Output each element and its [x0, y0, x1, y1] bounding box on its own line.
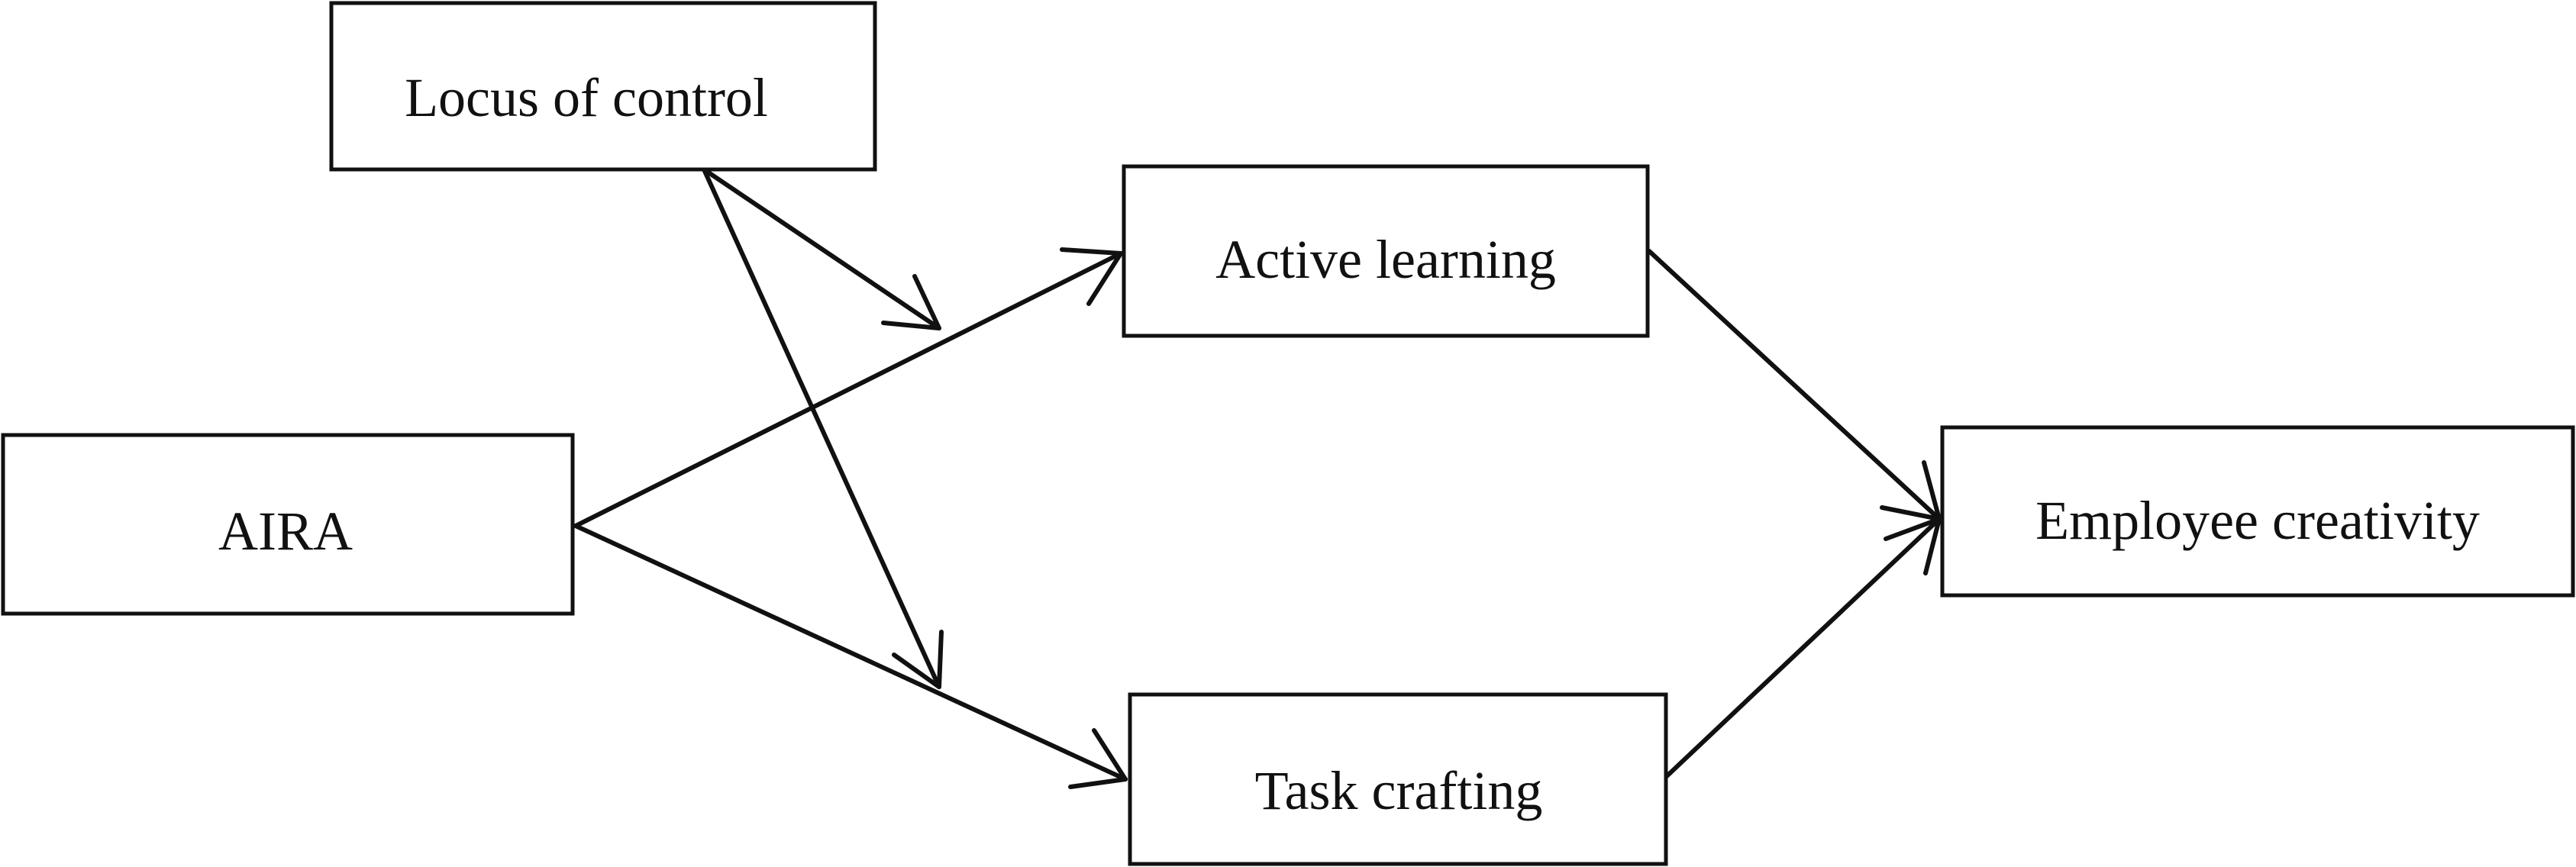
- node-active-learning: Active learning: [1122, 164, 1650, 338]
- node-box-employee-creativity: [1940, 425, 2575, 598]
- node-label-task-crafting: Task crafting: [1255, 760, 1543, 821]
- node-label-locus-of-control: Locus of control: [405, 67, 768, 128]
- edges: [573, 167, 1942, 782]
- node-box-locus-of-control: [329, 1, 877, 172]
- edge-locus-of-control-moderates-task-crafting-path: [702, 167, 941, 689]
- edge-active-learning-to-employee-creativity: [1647, 249, 1942, 521]
- node-box-active-learning: [1122, 164, 1650, 338]
- arrowhead-moderation-upper: [881, 274, 941, 330]
- node-employee-creativity: Employee creativity: [1940, 425, 2575, 598]
- edge-task-crafting-to-employee-creativity: [1664, 517, 1942, 779]
- node-label-active-learning: Active learning: [1215, 229, 1556, 290]
- arrowhead-moderation-lower: [892, 630, 944, 689]
- arrowheads: [881, 247, 1942, 789]
- node-label-employee-creativity: Employee creativity: [2035, 490, 2480, 551]
- node-box-aira: [1, 433, 575, 616]
- arrowhead-employee-creativity-lower: [1884, 517, 1942, 575]
- node-box-task-crafting: [1128, 692, 1668, 866]
- arrowhead-active-learning: [1060, 247, 1123, 306]
- edge-locus-of-control-moderates-active-learning-path: [702, 167, 941, 330]
- node-label-aira: AIRA: [218, 501, 353, 562]
- arrowhead-task-crafting: [1068, 728, 1128, 789]
- edge-aira-to-active-learning: [573, 251, 1123, 528]
- node-locus-of-control: Locus of control: [329, 1, 877, 172]
- node-aira: AIRA: [1, 433, 575, 616]
- node-task-crafting: Task crafting: [1128, 692, 1668, 866]
- edge-aira-to-task-crafting: [573, 524, 1128, 782]
